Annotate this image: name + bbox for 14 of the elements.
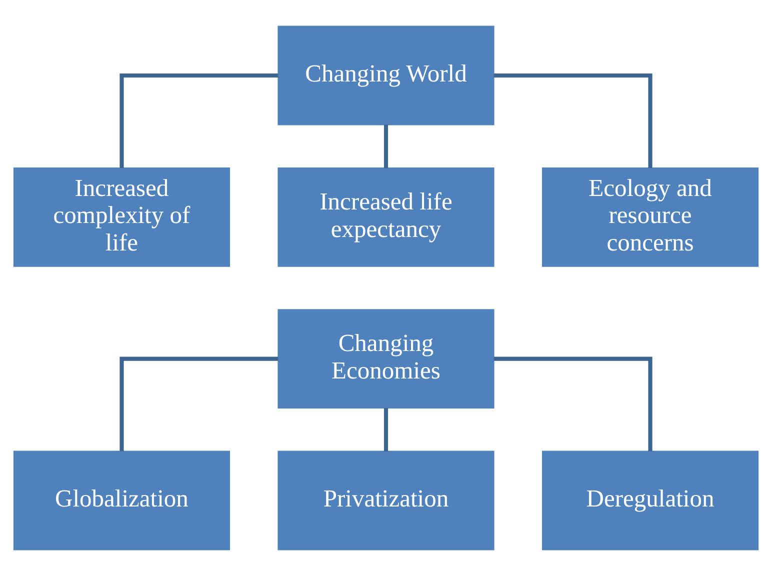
node-box: Increased life expectancy bbox=[278, 167, 494, 267]
node-box: Changing Economies bbox=[278, 309, 494, 409]
connector bbox=[384, 408, 388, 452]
node-box: Privatization bbox=[278, 450, 494, 550]
node-box: Ecology and resource concerns bbox=[542, 167, 759, 267]
connector bbox=[120, 356, 278, 452]
connector bbox=[494, 356, 652, 452]
connector bbox=[120, 73, 278, 168]
connector bbox=[494, 73, 652, 168]
node-box: Globalization bbox=[13, 450, 230, 550]
connector bbox=[384, 124, 388, 168]
node-box: Increased complexity of life bbox=[13, 167, 230, 267]
node-box: Deregulation bbox=[542, 450, 759, 550]
node-box: Changing World bbox=[278, 26, 494, 126]
